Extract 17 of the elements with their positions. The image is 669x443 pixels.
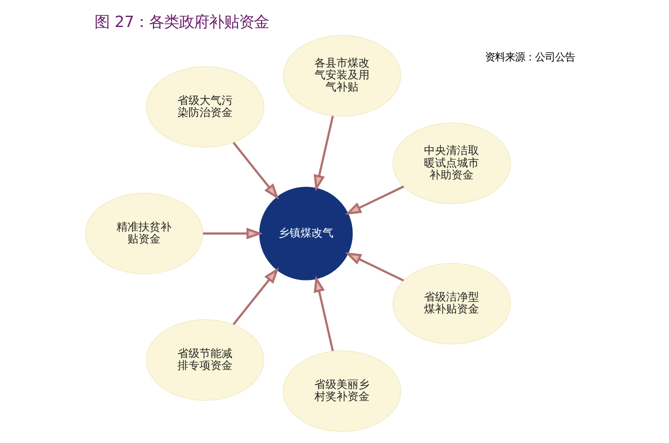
node-ellipse: 中央清洁取暖试点城市补助资金 [392, 122, 511, 204]
arrow [232, 142, 279, 200]
arrow [345, 252, 404, 282]
node-circle: 乡镇煤改气 [259, 186, 353, 280]
arrow [345, 186, 404, 215]
node-ellipse: 各县市煤改气安装及用气补贴 [282, 35, 402, 117]
diagram-title: 图 27：各类政府补贴资金 [94, 13, 270, 32]
arrow [232, 267, 279, 326]
node-ellipse: 省级大气污染防治资金 [146, 66, 264, 148]
node-ellipse: 省级节能减排专项资金 [146, 319, 264, 401]
arrow [203, 228, 263, 240]
node-ellipse: 精准扶贫补贴资金 [85, 192, 204, 274]
arrow [314, 276, 334, 352]
node-ellipse: 省级美丽乡村奖补资金 [282, 350, 402, 432]
arrow [314, 116, 334, 192]
node-ellipse: 省级洁净型煤补贴资金 [392, 262, 511, 344]
caption: 资料来源：公司公告 [484, 51, 575, 64]
